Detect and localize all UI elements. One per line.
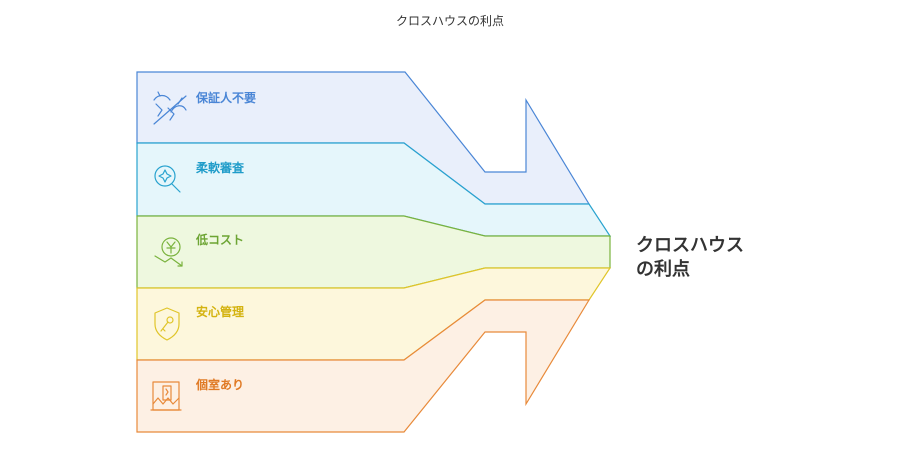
band-label-secure-management: 安心管理 [196,304,244,319]
band-label-private-room: 個室あり [195,377,244,392]
result-label-line2: の利点 [636,258,690,280]
band-label-no-guarantor: 保証人不要 [195,90,256,105]
band-shape-private-room [136,299,591,433]
band-secure-management: 安心管理 [136,267,612,361]
diagram-title: クロスハウスの利点 [395,14,504,28]
no-guarantor-icon [153,91,187,125]
band-private-room: 個室あり [136,299,591,433]
band-label-low-cost: 低コスト [195,232,244,247]
room-door-icon [150,381,182,411]
band-label-flexible-review: 柔軟審査 [195,160,245,175]
magnifier-sparkle-icon [154,165,181,193]
yen-down-icon [154,237,183,267]
band-no-guarantor: 保証人不要 [136,71,591,205]
result-label-line1: クロスハウス [636,235,744,256]
shield-key-icon [154,307,180,341]
